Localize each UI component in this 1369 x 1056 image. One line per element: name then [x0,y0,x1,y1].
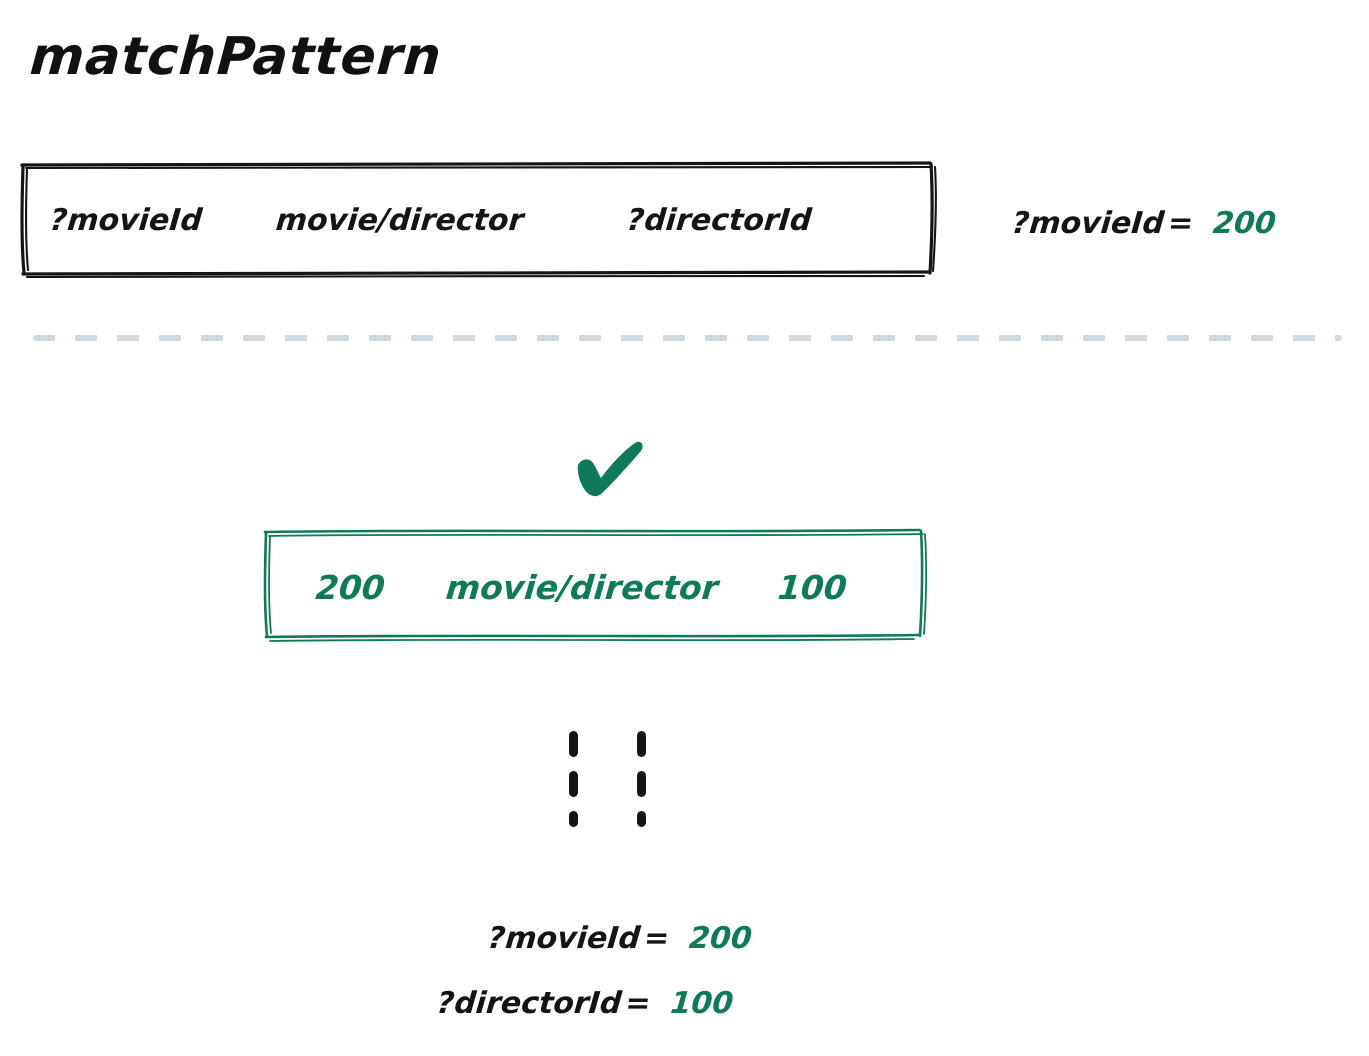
input-binding-equals: = [1166,206,1195,241]
input-binding-variable: ?movieId [1010,206,1166,241]
check-icon-glyph [577,441,643,497]
output-binding-value: 100 [669,986,735,1021]
triple-pattern-box-outline [20,161,937,279]
matched-triple-box [258,524,930,649]
pattern-subject: ?movieId [48,203,204,238]
matched-triple-box-outline [263,528,927,642]
output-binding-movieid: ?movieId= 200 [486,921,753,956]
output-binding-directorid: ?directorId= 100 [435,986,734,1021]
output-binding-value: 200 [687,921,754,956]
triple-pattern-box [14,156,944,286]
result-predicate: movie/director [444,568,720,607]
output-binding-variable: ?movieId [486,921,642,956]
page-title: matchPattern [28,27,444,87]
dashed-divider [33,335,1342,341]
check-icon [569,437,647,499]
pattern-predicate: movie/director [274,203,525,238]
output-binding-equals: = [623,986,653,1021]
input-binding: ?movieId= 200 [1010,206,1277,241]
vertical-ellipsis-icon-right [637,731,646,827]
result-object: 100 [776,568,849,607]
output-binding-variable: ?directorId [435,986,623,1021]
pattern-object: ?directorId [625,203,813,238]
output-binding-equals: = [642,921,671,956]
input-binding-value: 200 [1211,206,1278,241]
vertical-ellipsis-icon-left [569,731,578,827]
result-subject: 200 [314,568,387,607]
